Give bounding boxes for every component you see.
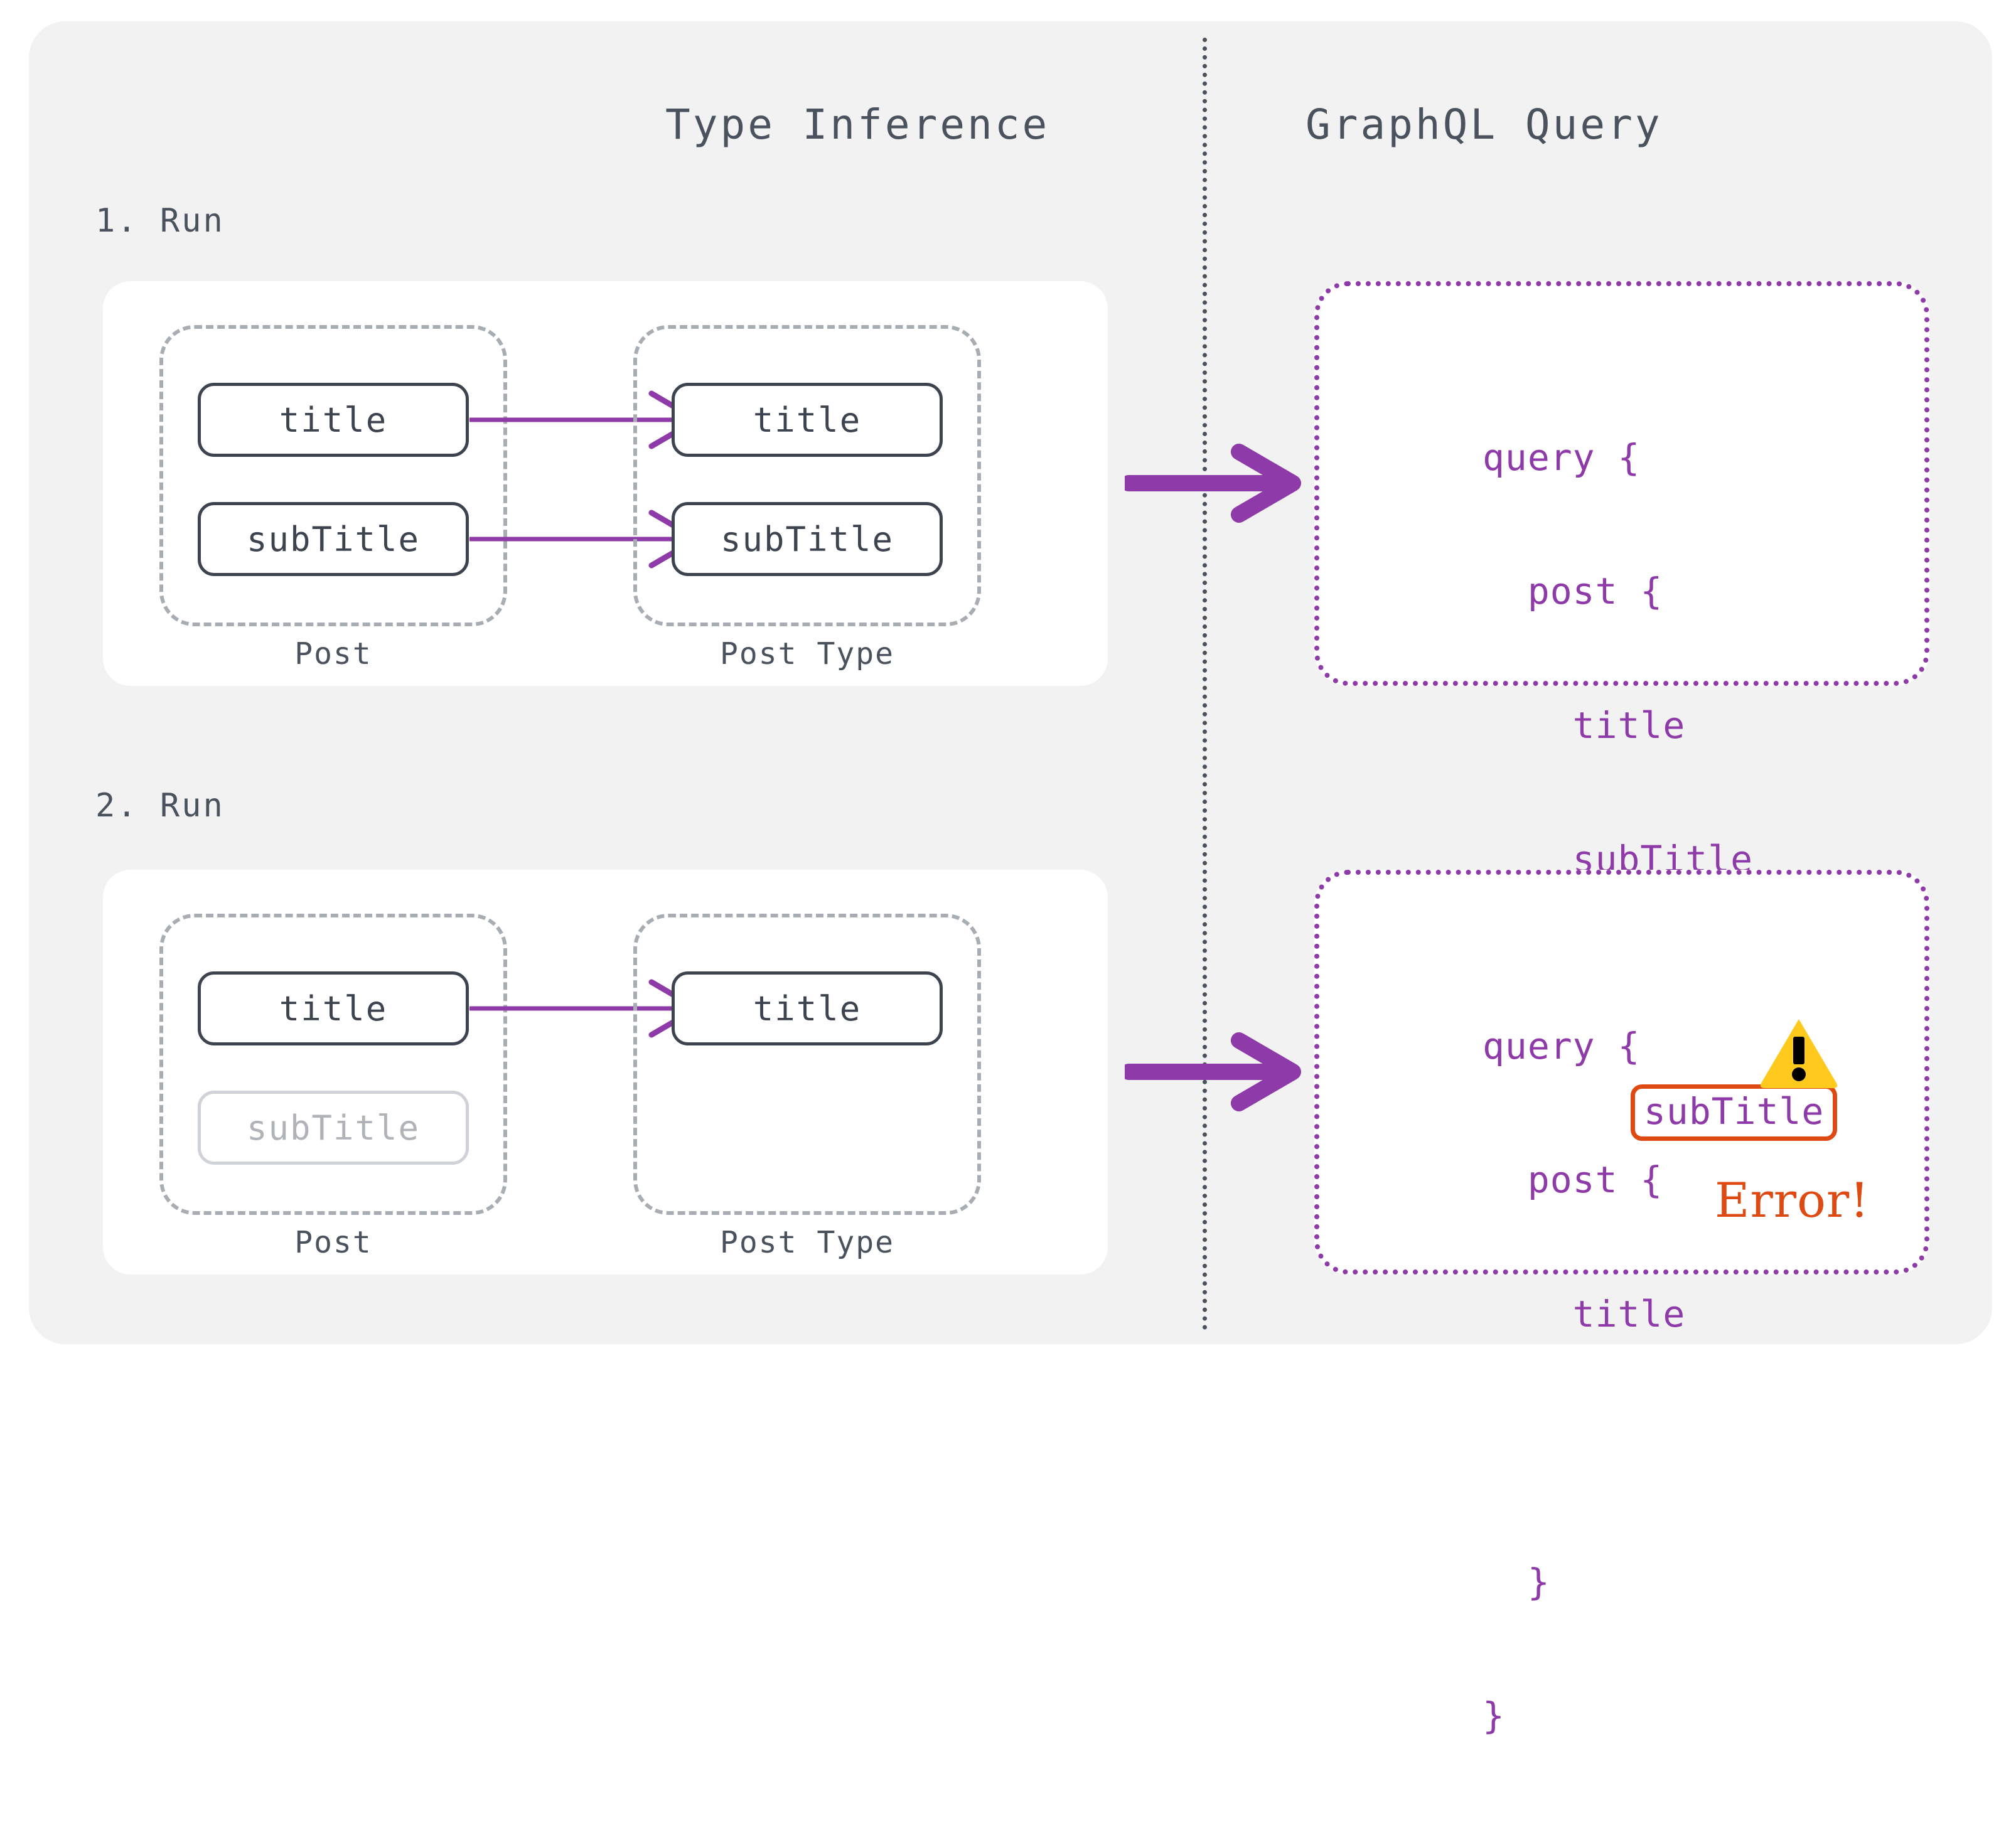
source-group-run-1 [159,325,507,626]
target-group-caption-run-2: Post Type [719,1225,895,1260]
flow-arrow-run-2 [1125,1032,1301,1111]
target-field-title-run-1[interactable]: title [672,383,943,457]
source-group-run-2 [159,914,507,1215]
inference-panel-run-1: title subTitle Post title subTitle Post … [103,281,1108,686]
source-group-caption-run-1: Post [294,636,372,671]
source-field-subtitle-run-1[interactable]: subTitle [198,502,469,576]
source-field-subtitle-run-2[interactable]: subTitle [198,1091,469,1165]
diagram-root: Type Inference GraphQL Query 1. Run titl… [29,21,1992,1737]
warning-triangle-icon [1760,1019,1838,1088]
column-divider [1203,38,1207,1330]
target-field-subtitle-run-1[interactable]: subTitle [672,502,943,576]
column-title-graphql-query: GraphQL Query [1306,100,1663,149]
target-group-caption-run-1: Post Type [719,636,895,671]
query-card-run-2: query { post { title } } subTitle Error! [1314,870,1929,1737]
error-label: Error! [1715,1172,1870,1228]
inference-panel-run-2: title subTitle Post title Post Type [103,870,1108,1275]
flow-arrow-run-1 [1125,444,1301,523]
query-code-run-2: query { post { title } } [1483,1024,1686,1738]
source-field-title-run-2[interactable]: title [198,971,469,1045]
target-group-run-1 [633,325,981,626]
column-title-type-inference: Type Inference [665,100,1050,149]
source-field-title-run-1[interactable]: title [198,383,469,457]
run-label-2: 2. Run [95,787,225,825]
target-group-run-2 [633,914,981,1215]
query-code-run-1: query { post { title subTitle } } [1483,436,1754,1149]
target-field-title-run-2[interactable]: title [672,971,943,1045]
source-group-caption-run-2: Post [294,1225,372,1260]
query-card-run-1: query { post { title subTitle } } [1314,281,1929,1148]
error-highlighted-token[interactable]: subTitle [1631,1084,1838,1141]
run-label-1: 1. Run [95,202,225,240]
